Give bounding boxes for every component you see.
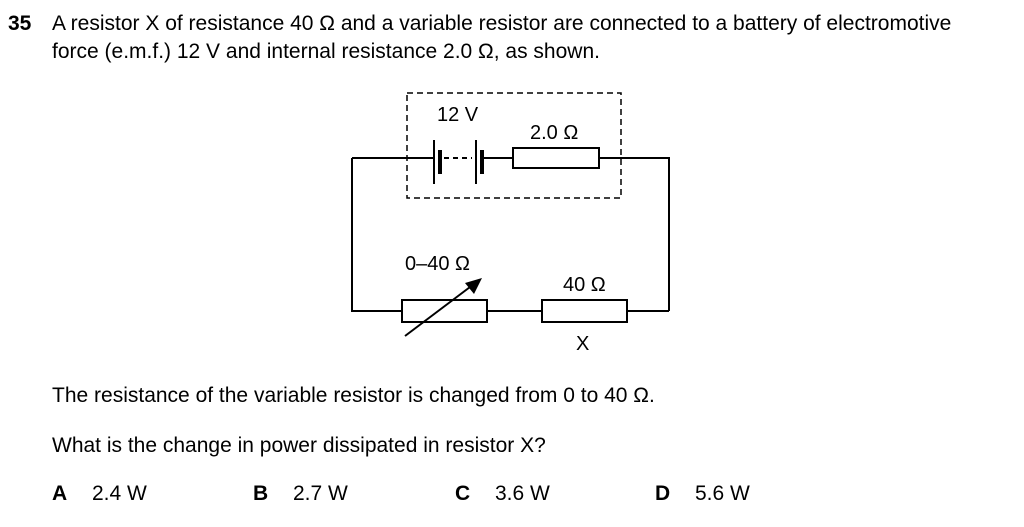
variable-resistor-label: 0–40 Ω [405,253,470,275]
internal-resistor [512,147,600,169]
option-b[interactable]: B 2.7 W [253,480,348,508]
battery-emf-label: 12 V [437,104,479,126]
option-a[interactable]: A 2.4 W [52,480,147,508]
option-a-text: 2.4 W [92,482,147,505]
option-d-letter: D [655,482,671,505]
question-stem-line-2: force (e.m.f.) 12 V and internal resista… [52,40,600,63]
answer-options: A 2.4 W B 2.7 W C 3.6 W D 5.6 W [0,480,1024,510]
option-d[interactable]: D 5.6 W [655,480,750,508]
question-stem-line-1: A resistor X of resistance 40 Ω and a va… [52,12,952,35]
variable-resistor [401,299,488,323]
option-c[interactable]: C 3.6 W [455,480,550,508]
circuit-diagram: 12 V 2.0 Ω 0–40 Ω 40 Ω X [351,92,670,355]
resistor-x [541,299,628,323]
wire-top-right [599,157,670,311]
variable-resistor-arrow-shaft [404,283,475,337]
question-stem: A resistor X of resistance 40 Ω and a va… [52,10,1018,66]
option-d-text: 5.6 W [695,482,750,505]
battery-enclosure [406,92,622,199]
option-c-text: 3.6 W [495,482,550,505]
option-a-letter: A [52,482,68,505]
option-b-text: 2.7 W [293,482,348,505]
internal-resistance-label: 2.0 Ω [530,122,578,144]
resistor-x-value-label: 40 Ω [563,274,606,296]
wire-left [351,158,402,312]
question-number: 35 [8,12,32,35]
variable-resistor-arrow-head [465,278,482,294]
question-paragraph-1: The resistance of the variable resistor … [52,384,655,407]
option-b-letter: B [253,482,269,505]
question-paragraph-2: What is the change in power dissipated i… [52,434,546,457]
option-c-letter: C [455,482,471,505]
resistor-x-name-label: X [576,333,589,355]
